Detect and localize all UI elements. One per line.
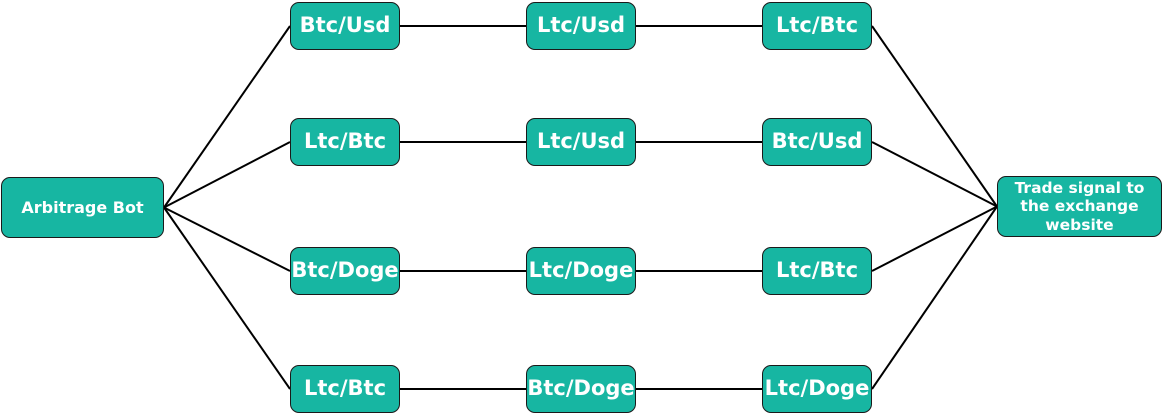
path-4-step-1-node: Ltc/Btc — [290, 365, 400, 413]
edge-path-2-to-signal — [871, 141, 998, 208]
path-2-step-1-node: Ltc/Btc — [290, 118, 400, 166]
edge-path-4-to-signal — [871, 205, 998, 390]
path-1-step-2-node: Ltc/Usd — [526, 2, 636, 50]
arbitrage-bot-node: Arbitrage Bot — [1, 177, 164, 238]
path-3-step-3-node: Ltc/Btc — [762, 247, 872, 295]
path-2-step-3-node: Btc/Usd — [762, 118, 872, 166]
edge-bot-to-path-1 — [163, 25, 291, 209]
edge-bot-to-path-2 — [163, 141, 291, 209]
path-2-step-2-node: Ltc/Usd — [526, 118, 636, 166]
path-4-step-2-node: Btc/Doge — [526, 365, 636, 413]
path-4-step-3-node: Ltc/Doge — [762, 365, 872, 413]
path-3-step-1-node: Btc/Doge — [290, 247, 400, 295]
edge-bot-to-path-3 — [163, 206, 291, 272]
edge-path-3-to-signal — [871, 205, 998, 272]
path-1-step-3-node: Ltc/Btc — [762, 2, 872, 50]
edge-bot-to-path-4 — [163, 206, 291, 390]
trade-signal-node: Trade signal to the exchange website — [997, 176, 1162, 237]
edge-path-1-to-signal — [871, 25, 998, 208]
path-1-step-1-node: Btc/Usd — [290, 2, 400, 50]
path-3-step-2-node: Ltc/Doge — [526, 247, 636, 295]
